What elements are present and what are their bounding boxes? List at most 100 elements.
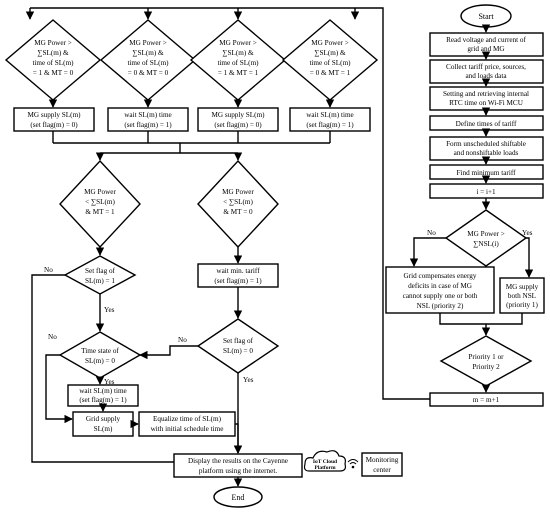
grid-compensates-box <box>385 266 495 314</box>
top-decision-3-line2: ∑SL(m) & <box>222 49 254 57</box>
wait-sl-time-line1: wait SL(m) time <box>79 387 127 395</box>
grid-compensates-line1: Grid compensates energy <box>404 272 477 280</box>
time-state-no-label: No <box>48 333 57 341</box>
top-decision-4: MG Power > ∑SL(m) & time of SL(m) = 0 & … <box>281 19 379 101</box>
top-decision-3: MG Power > ∑SL(m) & time of SL(m) = 1 & … <box>189 19 287 101</box>
priority-decision-line2: Priority 2 <box>472 363 500 371</box>
collect-tariff-line2: and loads data <box>465 72 507 80</box>
flag-right-line2: SL(m) = 0 <box>223 347 253 355</box>
time-state-no-line <box>45 354 73 424</box>
cloud-label-line2: Platform <box>314 465 335 471</box>
top-decision-1-line3: time of SL(m) <box>32 59 74 67</box>
top-decision-2-line4: = 0 & MT = 0 <box>128 69 169 77</box>
nsl-decision-line1: MG Power > <box>467 230 505 238</box>
top-decision-1-line2: ∑SL(m) & <box>37 49 69 57</box>
loop-back-line <box>355 7 430 400</box>
equalize-line2: with initial schedule time <box>151 425 224 433</box>
end-terminal <box>213 486 263 508</box>
mid-decision-right-line2: < ∑SL(m) <box>223 198 253 206</box>
read-voltage-line1: Read voltage and current of <box>446 36 526 44</box>
flag-left-line1: Set flag of <box>85 267 116 275</box>
flag-left-yes-label: Yes <box>104 306 115 314</box>
top-action-1-line1: MG supply SL(m) <box>27 111 81 119</box>
form-loads-line2: and nonshiftable loads <box>454 149 519 157</box>
arrow-no <box>409 237 446 267</box>
top-decision-2-line3: time of SL(m) <box>127 59 169 67</box>
top-decision-3-line4: = 1 & MT = 1 <box>218 69 259 77</box>
top-decision-2: MG Power > ∑SL(m) & time of SL(m) = 0 & … <box>99 19 197 101</box>
top-action-4-line1: wait SL(m) time <box>306 111 354 119</box>
priority-decision-diamond <box>439 335 533 387</box>
top-decision-1: MG Power > ∑SL(m) & time of SL(m) = 1 & … <box>4 19 102 101</box>
display-results-line2: platform using the internet. <box>199 467 277 475</box>
increment-m-label: m = m+1 <box>473 396 500 404</box>
start-label: Start <box>478 12 494 21</box>
grid-compensates-line3: cannot supply one or both <box>403 292 478 300</box>
wait-sl-time-line2: (set flag(m) = 1) <box>79 396 127 404</box>
monitoring-line2: center <box>373 466 391 474</box>
define-tariff-label: Define times of tariff <box>456 120 517 128</box>
top-action-1-line2: (set flag(m) = 0) <box>30 121 78 129</box>
grid-supply-line1: Grid supply <box>86 415 121 423</box>
top-decision-4-line2: ∑SL(m) & <box>314 49 346 57</box>
rtc-time-line1: Setting and retrieving internal <box>443 90 529 98</box>
display-results-line1: Display the results on the Cayenne <box>188 457 288 465</box>
wait-min-tariff-line1: wait min. tariff <box>216 267 260 275</box>
collect-tariff-line1: Collect tariff price, sources, <box>446 63 526 71</box>
flag-right-yes-label: Yes <box>243 376 254 384</box>
top-decision-2-line1: MG Power > <box>129 39 167 47</box>
flag-right-no-label: No <box>178 336 187 344</box>
connector <box>486 313 523 325</box>
end-label: End <box>232 493 245 502</box>
top-decision-3-line3: time of SL(m) <box>217 59 259 67</box>
wait-min-tariff-line2: (set flag(m) = 1) <box>214 277 262 285</box>
mg-supply-both-line3: (priority 1) <box>506 301 538 309</box>
connector <box>439 313 486 325</box>
priority-decision-line1: Priority 1 or <box>468 353 504 361</box>
top-action-2-line1: wait SL(m) time <box>124 111 172 119</box>
top-action-4-line2: (set flag(m) = 1) <box>306 121 354 129</box>
top-decision-2-line2: ∑SL(m) & <box>132 49 164 57</box>
top-decision-4-line4: = 0 & MT = 1 <box>310 69 351 77</box>
nsl-no-label: No <box>427 229 436 237</box>
mid-decision-right-line3: & MT = 0 <box>223 208 253 216</box>
flag-left-no-label: No <box>44 266 53 274</box>
flag-decision-left-diamond <box>63 255 137 295</box>
cloud-label-line1: IoT Cloud <box>313 459 337 465</box>
nsl-decision-line2: ∑NSL(i) <box>473 240 499 248</box>
top-decision-3-line1: MG Power > <box>219 39 257 47</box>
flag-left-line2: SL(m) = 1 <box>85 277 115 285</box>
grid-compensates-line2: deficits in case of MG <box>408 282 472 290</box>
cloud-icon: IoT Cloud Platform <box>303 450 347 472</box>
rtc-time-line2: RTC time on Wi-Fi MCU <box>449 99 524 107</box>
flag-right-line1: Set flag of <box>223 337 254 345</box>
monitoring-line1: Monitoring <box>366 456 399 464</box>
time-state-line1: Time state of <box>81 347 119 355</box>
flag-decision-right-diamond <box>196 318 280 374</box>
top-action-2-line2: (set flag(m) = 1) <box>124 121 172 129</box>
mg-supply-both-box <box>499 277 545 314</box>
find-min-tariff-label: Find minimum tariff <box>457 169 517 177</box>
flag-right-no-line <box>139 345 198 360</box>
read-voltage-line2: grid and MG <box>467 45 504 53</box>
grid-compensates-line4: NSL (priority 2) <box>417 302 464 310</box>
monitoring-center-box <box>361 452 403 477</box>
top-action-3-line2: (set flag(m) = 0) <box>214 121 262 129</box>
top-decision-1-line4: = 1 & MT = 0 <box>33 69 74 77</box>
grid-supply-line2: SL(m) <box>94 425 113 433</box>
flag-left-no-line <box>31 274 236 467</box>
time-state-line2: SL(m) = 0 <box>85 357 115 365</box>
mid-decision-left-line2: < ∑SL(m) <box>85 198 115 206</box>
time-state-yes-label: Yes <box>104 378 115 386</box>
top-decision-4-line3: time of SL(m) <box>309 59 351 67</box>
top-action-3-line1: MG supply SL(m) <box>211 111 265 119</box>
top-decision-4-line1: MG Power > <box>311 39 349 47</box>
mid-decision-left-line3: & MT = 1 <box>85 208 115 216</box>
mid-decision-right-line1: MG Power <box>222 188 254 196</box>
top-action-1-box <box>13 107 95 132</box>
mg-supply-both-line2: both NSL <box>508 292 536 300</box>
increment-i-label: i = i+1 <box>476 188 496 196</box>
grid-supply-box <box>72 411 134 437</box>
equalize-line1: Equalize time of SL(m) <box>153 415 222 423</box>
